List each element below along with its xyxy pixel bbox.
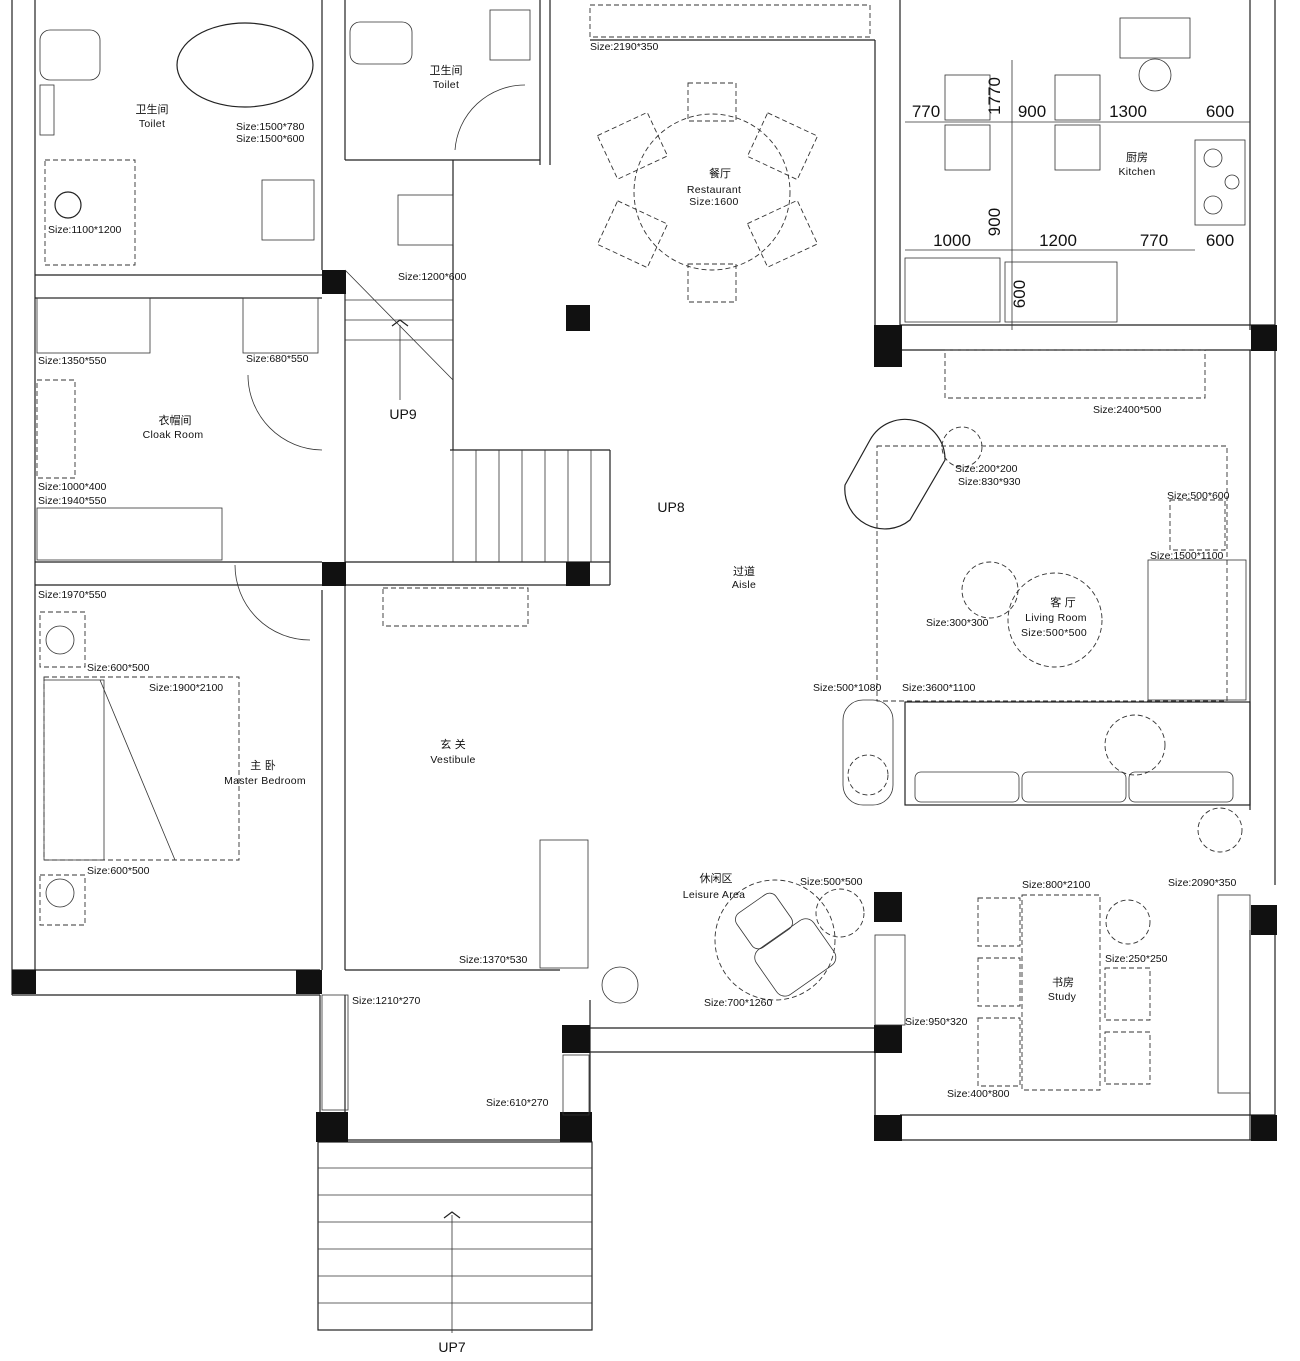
room-study-cn: 书房	[1052, 976, 1074, 989]
size-label: Size:2190*350	[590, 41, 658, 53]
room-master-en: Master Bedroom	[224, 775, 306, 787]
room-toilet-mid-en: Toilet	[433, 79, 459, 91]
size-label: Size:500*500	[800, 876, 863, 888]
room-restaurant-size: Size:1600	[689, 196, 738, 208]
room-leisure-en: Leisure Area	[683, 889, 746, 901]
size-label: Size:400*800	[947, 1088, 1010, 1100]
size-label: Size:1500*780	[236, 121, 304, 133]
room-leisure-cn: 休闲区	[700, 871, 733, 885]
stair-up9-label: UP9	[389, 406, 416, 422]
size-label: Size:500*600	[1167, 490, 1230, 502]
size-label: Size:800*2100	[1022, 879, 1090, 891]
kitchen-dim: 1300	[1109, 102, 1147, 121]
size-label: Size:2400*500	[1093, 404, 1161, 416]
kitchen-dim: 600	[1206, 231, 1234, 250]
size-label: Size:600*500	[87, 662, 150, 674]
size-label: Size:1500*1100	[1150, 550, 1224, 562]
size-label: Size:1900*2100	[149, 682, 223, 694]
room-living-cn: 客 厅	[1050, 595, 1076, 609]
room-toilet-mid-cn: 卫生间	[430, 63, 463, 77]
furniture	[36, 4, 1251, 1333]
room-toilet-left-en: Toilet	[139, 118, 165, 130]
size-label: Size:680*550	[246, 353, 309, 365]
kitchen-dim: 770	[912, 102, 940, 121]
room-aisle-cn: 过道	[733, 564, 755, 578]
size-label: Size:250*250	[1105, 953, 1168, 965]
room-cloak-en: Cloak Room	[143, 429, 204, 441]
size-label: Size:610*270	[486, 1097, 549, 1109]
stair-up7-label: UP7	[438, 1339, 465, 1355]
kitchen-dim: 600	[1206, 102, 1234, 121]
room-master-cn: 主 卧	[250, 759, 276, 772]
room-kitchen-cn: 厨房	[1126, 151, 1148, 164]
size-label: Size:1200*600	[398, 271, 466, 283]
size-label: Size:700*1260	[704, 997, 772, 1009]
kitchen-dim: 770	[1140, 231, 1168, 250]
walls	[11, 0, 1276, 1331]
room-living-en: Living Room	[1025, 612, 1087, 624]
room-vestibule-cn: 玄 关	[440, 737, 466, 751]
size-label: Size:1350*550	[38, 355, 106, 367]
size-label: Size:2090*350	[1168, 877, 1236, 889]
size-label: Size:1000*400	[38, 481, 106, 493]
size-label: Size:830*930	[958, 476, 1021, 488]
kitchen-dim: 1200	[1039, 231, 1077, 250]
size-label: Size:1940*550	[38, 495, 106, 507]
room-aisle-en: Aisle	[732, 579, 756, 591]
size-label: Size:1210*270	[352, 995, 420, 1007]
size-label: Size:600*500	[87, 865, 150, 877]
room-restaurant-en: Restaurant	[687, 184, 741, 196]
room-study-en: Study	[1048, 991, 1077, 1003]
size-label: Size:950*320	[905, 1016, 968, 1028]
size-label: Size:1100*1200	[48, 224, 122, 236]
room-toilet-left-cn: 卫生间	[136, 102, 169, 116]
size-label: Size:300*300	[926, 617, 989, 629]
room-living-size: Size:500*500	[1021, 627, 1087, 639]
stair-up8-label: UP8	[657, 499, 684, 515]
size-label: Size:500*1080	[813, 682, 881, 694]
size-label: Size:1370*530	[459, 954, 527, 966]
size-label: Size:200*200	[955, 463, 1018, 475]
columns	[12, 270, 1277, 1142]
size-label: Size:3600*1100	[902, 682, 976, 694]
size-label: Size:1500*600	[236, 133, 304, 145]
room-cloak-cn: 衣帽间	[159, 413, 192, 427]
room-restaurant-cn: 餐厅	[709, 166, 731, 180]
kitchen-dim: 900	[1018, 102, 1046, 121]
kitchen-dim: 1000	[933, 231, 971, 250]
room-vestibule-en: Vestibule	[430, 754, 475, 766]
kitchen-dim: 900	[985, 208, 1004, 236]
labels: 卫生间 Toilet 卫生间 Toilet 餐厅 Restaurant Size…	[38, 41, 1236, 1355]
kitchen-dim: 1770	[985, 77, 1004, 115]
kitchen-dim: 600	[1010, 280, 1029, 308]
room-kitchen-en: Kitchen	[1118, 166, 1155, 178]
size-label: Size:1970*550	[38, 589, 106, 601]
